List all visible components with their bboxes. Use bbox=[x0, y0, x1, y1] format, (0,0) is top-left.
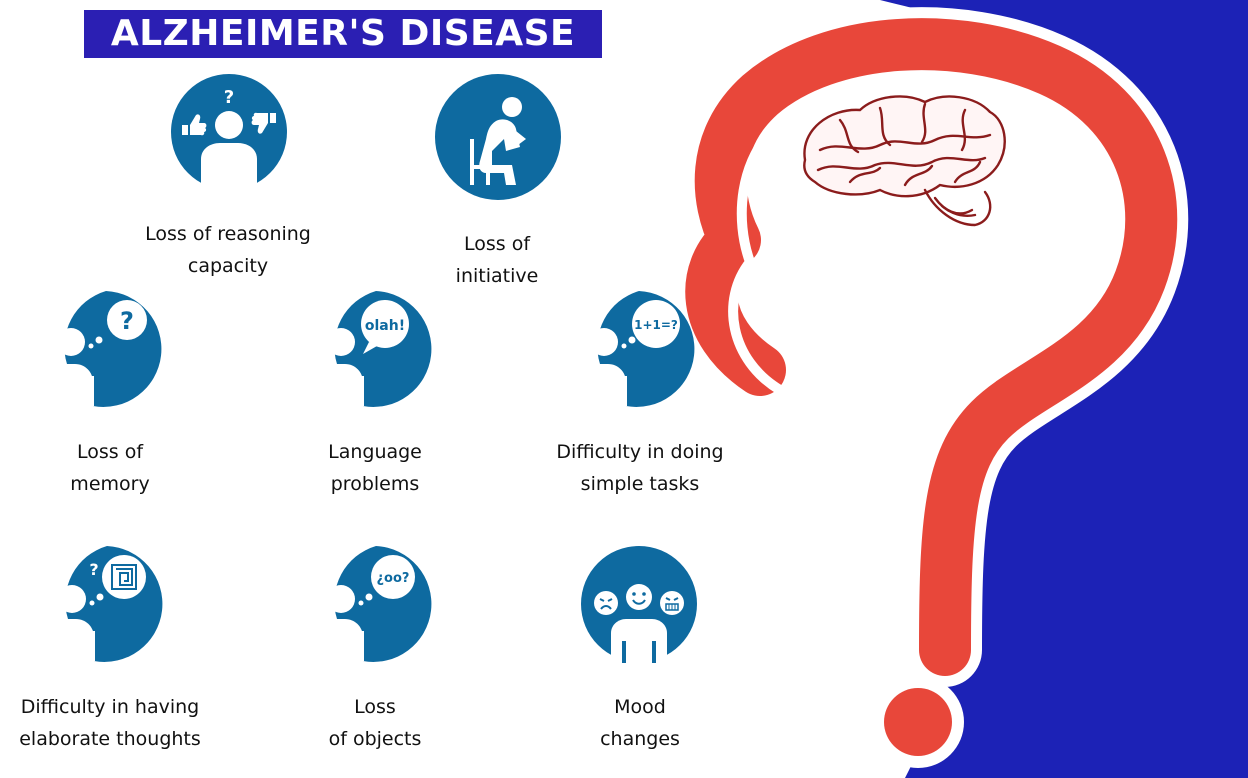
item-label: Difficulty in doing simple tasks bbox=[556, 441, 724, 495]
svg-text:?: ? bbox=[224, 87, 234, 108]
item-label: Loss of objects bbox=[328, 696, 422, 750]
item-label: Loss of memory bbox=[70, 441, 150, 495]
svg-text:1+1=?: 1+1=? bbox=[634, 318, 678, 332]
svg-text:olah!: olah! bbox=[365, 318, 405, 334]
brain-icon bbox=[803, 95, 1006, 227]
thinker-icon bbox=[435, 74, 561, 200]
question-thought-icon: ? bbox=[57, 291, 162, 407]
svg-text:¿oo?: ¿oo? bbox=[377, 571, 410, 586]
item-label: Language problems bbox=[328, 441, 422, 495]
item-label: Loss of reasoning capacity bbox=[145, 223, 311, 277]
speech-bubble-icon: olah! bbox=[327, 291, 432, 407]
item-label: Loss of initiative bbox=[455, 233, 539, 287]
page-title: ALZHEIMER'S DISEASE bbox=[84, 10, 602, 58]
math-thought-icon: 1+1=? bbox=[590, 291, 695, 407]
mood-faces-icon bbox=[581, 546, 697, 663]
maze-thought-icon: ? bbox=[58, 546, 163, 662]
glasses-thought-icon: ¿oo? bbox=[327, 546, 432, 662]
item-label: Difficulty in having elaborate thoughts bbox=[19, 696, 201, 750]
svg-text:?: ? bbox=[120, 307, 134, 335]
item-label: Mood changes bbox=[600, 696, 680, 750]
reasoning-icon: ? bbox=[171, 74, 287, 191]
question-mark-head bbox=[674, 7, 1189, 768]
svg-text:?: ? bbox=[89, 560, 98, 579]
